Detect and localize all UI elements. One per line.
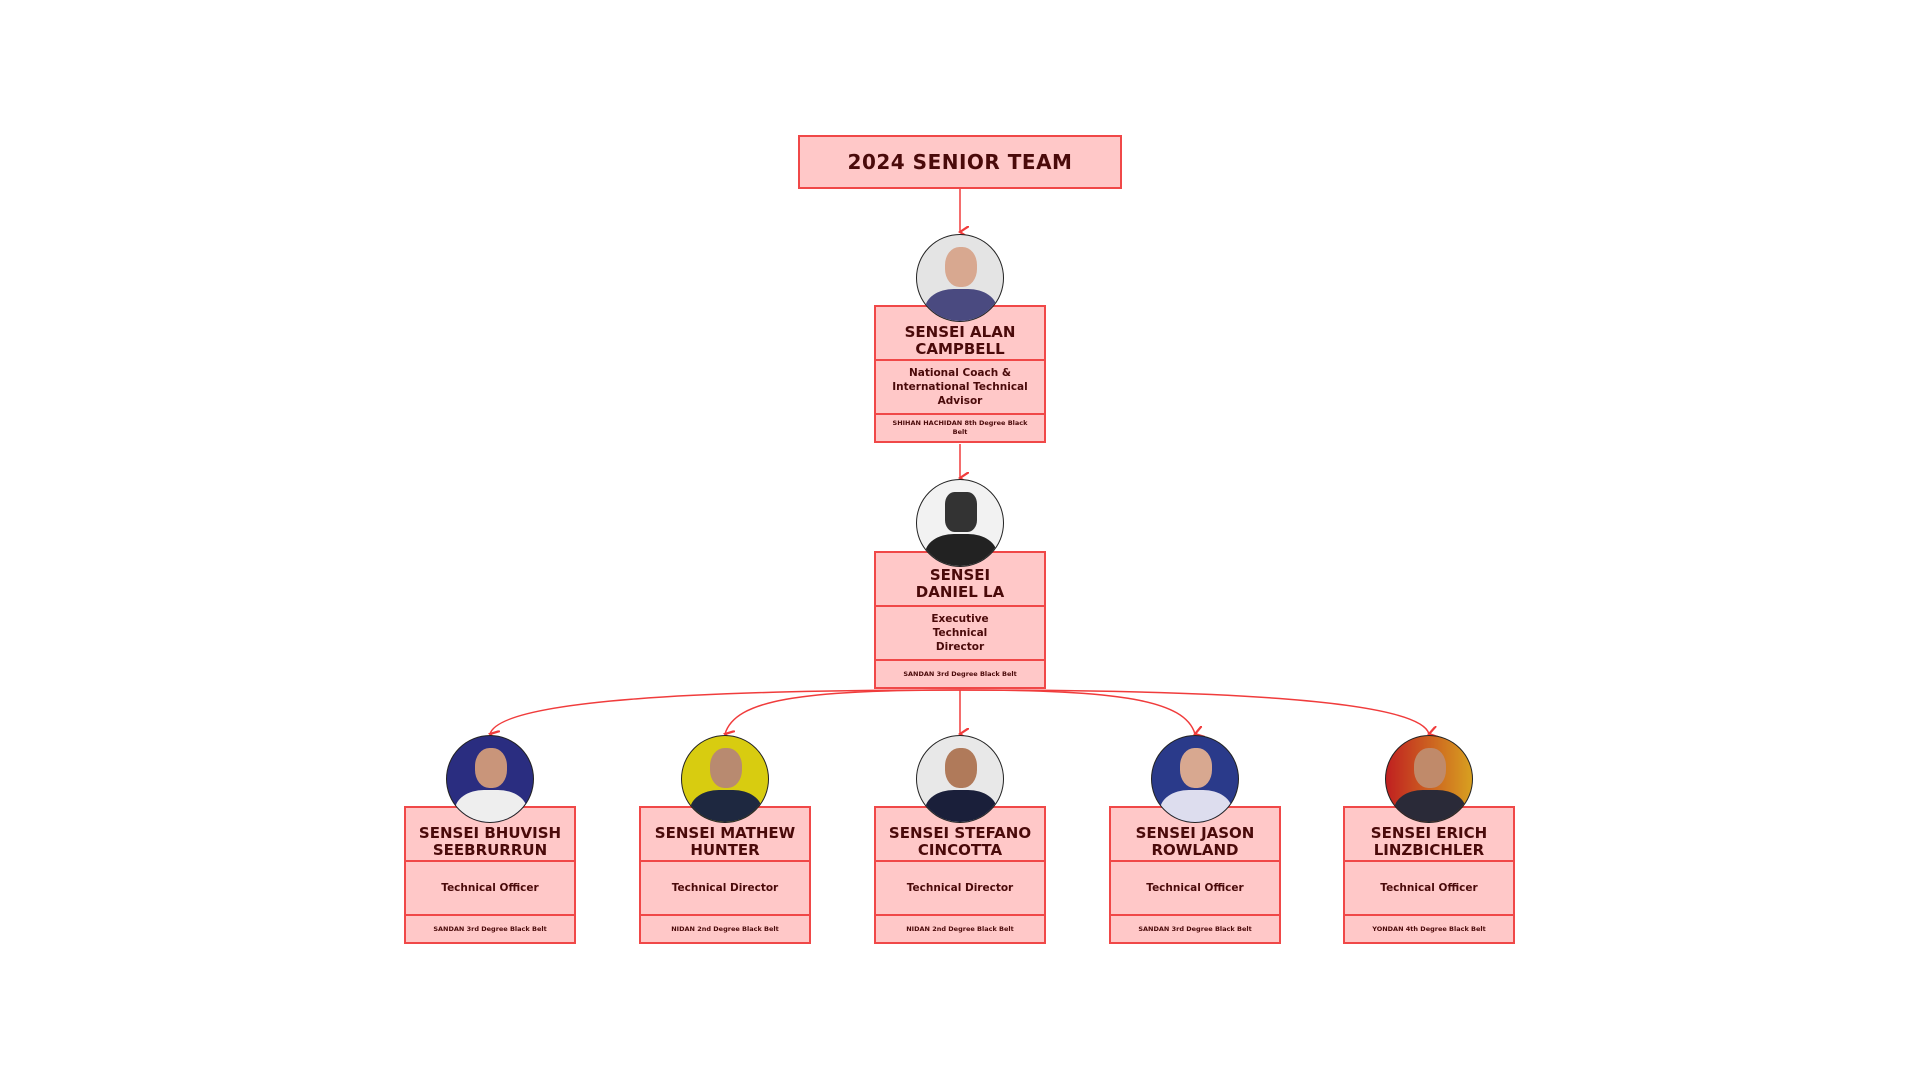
connector-to-member-1 <box>490 689 961 734</box>
member-belt: SHIHAN HACHIDAN 8th Degree Black Belt <box>874 413 1046 443</box>
member-belt: NIDAN 2nd Degree Black Belt <box>874 914 1046 944</box>
avatar-erich-linzbichler <box>1385 735 1473 823</box>
connector-to-member-2 <box>725 689 961 734</box>
connector-to-member-5 <box>959 689 1429 734</box>
member-role: Technical Officer <box>1343 860 1515 916</box>
avatar-jason-rowland <box>1151 735 1239 823</box>
member-role: Technical Officer <box>1109 860 1281 916</box>
member-belt: YONDAN 4th Degree Black Belt <box>1343 914 1515 944</box>
card-member: SENSEI BHUVISH SEEBRURRUN Technical Offi… <box>404 806 576 944</box>
card-member: SENSEI JASON ROWLAND Technical Officer S… <box>1109 806 1281 944</box>
member-role: National Coach & International Technical… <box>874 359 1046 415</box>
member-belt: NIDAN 2nd Degree Black Belt <box>639 914 811 944</box>
member-name: SENSEI DANIEL LA <box>874 551 1046 607</box>
card-alan-campbell: SENSEI ALAN CAMPBELL National Coach & In… <box>874 305 1046 443</box>
card-member: SENSEI MATHEW HUNTER Technical Director … <box>639 806 811 944</box>
member-role: Executive Technical Director <box>874 605 1046 661</box>
member-role: Technical Officer <box>404 860 576 916</box>
card-member: SENSEI ERICH LINZBICHLER Technical Offic… <box>1343 806 1515 944</box>
member-belt: SANDAN 3rd Degree Black Belt <box>1109 914 1281 944</box>
card-daniel-la: SENSEI DANIEL LA Executive Technical Dir… <box>874 551 1046 689</box>
avatar-mathew-hunter <box>681 735 769 823</box>
avatar-stefano-cincotta <box>916 735 1004 823</box>
member-belt: SANDAN 3rd Degree Black Belt <box>404 914 576 944</box>
avatar-alan-campbell <box>916 234 1004 322</box>
avatar-bhuvish-seebrurrun <box>446 735 534 823</box>
member-belt: SANDAN 3rd Degree Black Belt <box>874 659 1046 689</box>
chart-title: 2024 SENIOR TEAM <box>798 135 1122 189</box>
member-role: Technical Director <box>639 860 811 916</box>
member-role: Technical Director <box>874 860 1046 916</box>
card-member: SENSEI STEFANO CINCOTTA Technical Direct… <box>874 806 1046 944</box>
connector-to-member-4 <box>959 689 1195 734</box>
avatar-daniel-la <box>916 479 1004 567</box>
